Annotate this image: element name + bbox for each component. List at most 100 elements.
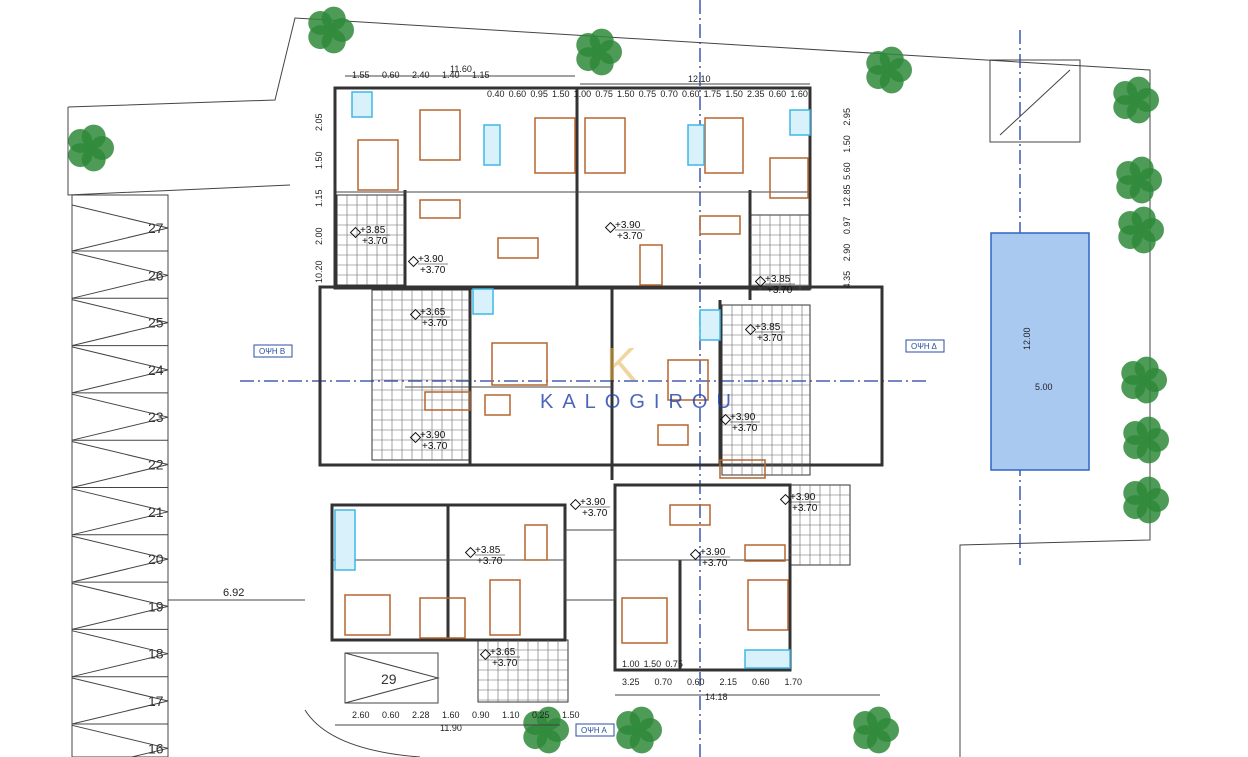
sofa-furniture	[744, 544, 786, 562]
level-upper: +3.90	[730, 412, 756, 423]
level-lower: +3.70	[767, 285, 793, 296]
dimension-label: 1.50	[644, 659, 662, 669]
level-mark: +3.90+3.70	[569, 497, 610, 519]
bed-furniture	[419, 597, 466, 639]
parking-space: 26	[71, 251, 169, 299]
level-lower: +3.70	[757, 333, 783, 344]
sofa-furniture	[699, 215, 741, 235]
table-furniture	[524, 524, 548, 561]
dimension-label: 4.35	[842, 271, 852, 289]
parking-number: 24	[148, 362, 164, 378]
dimension-label: 2.15	[720, 677, 738, 687]
level-upper: +3.90	[420, 430, 446, 441]
trees	[68, 6, 1169, 754]
level-lower: +3.70	[792, 503, 818, 514]
pool-width: 5.00	[1035, 382, 1053, 392]
level-upper: +3.85	[755, 322, 781, 333]
level-mark: +3.90+3.70	[409, 430, 450, 452]
dimension-label: 0.60	[687, 677, 705, 687]
bathroom-fixture	[483, 124, 501, 166]
parking-number: 25	[148, 315, 164, 331]
dimension-label: 2.95	[842, 108, 852, 126]
dimension-label: 0.97	[842, 217, 852, 235]
veranda-tiles	[371, 289, 471, 461]
level-mark: +3.85+3.70	[744, 322, 785, 344]
bathroom-fixture	[699, 309, 721, 341]
view-tag-d[interactable]: ΟΨΗ Δ	[905, 339, 945, 353]
dimension-label: 0.25	[532, 710, 550, 720]
level-lower: +3.70	[617, 231, 643, 242]
dim-top-right-total: 12.10	[688, 74, 711, 84]
bathroom-fixture	[789, 109, 811, 136]
table-furniture	[669, 504, 711, 526]
level-mark: +3.90+3.70	[779, 492, 820, 514]
dimension-label: 0.60	[769, 89, 787, 99]
bed-furniture	[419, 109, 461, 161]
parking-space: 23	[71, 393, 169, 441]
bathroom-fixture	[334, 509, 356, 571]
dimension-label: 1.50	[314, 151, 324, 169]
level-lower: +3.70	[477, 556, 503, 567]
dimension-label: 1.60	[442, 710, 460, 720]
bed-furniture	[584, 117, 626, 174]
level-mark: +3.90+3.70	[407, 254, 448, 276]
site-boundary	[67, 17, 1151, 757]
bed-furniture	[344, 594, 391, 636]
dimension-label: 1.55	[352, 70, 370, 80]
dimension-label: 0.60	[682, 89, 700, 99]
dimension-label: 2.35	[747, 89, 765, 99]
furniture	[334, 91, 811, 669]
level-mark: +3.65+3.70	[479, 647, 520, 669]
table-furniture	[484, 394, 511, 416]
level-lower: +3.70	[362, 236, 388, 247]
bed-furniture	[704, 117, 744, 174]
dimension-label: 1.50	[552, 89, 570, 99]
level-lower: +3.70	[420, 265, 446, 276]
veranda-tiles	[789, 484, 851, 566]
level-mark: +3.90+3.70	[719, 412, 760, 434]
verandas	[336, 194, 851, 703]
view-tag-label: ΟΨΗ Β	[259, 347, 285, 356]
dimension-label: 1.10	[502, 710, 520, 720]
dimension-label: 0.70	[655, 677, 673, 687]
bed-furniture	[747, 579, 789, 631]
level-upper: +3.90	[790, 492, 816, 503]
level-lower: +3.70	[492, 658, 518, 669]
bed-furniture	[621, 597, 668, 644]
dimension-label: 2.60	[352, 710, 370, 720]
table-furniture	[657, 424, 689, 446]
dimension-label: 0.75	[639, 89, 657, 99]
level-lower: +3.70	[582, 508, 608, 519]
level-upper: +3.85	[475, 545, 501, 556]
level-lower: +3.70	[422, 318, 448, 329]
level-marks: +3.85+3.70+3.90+3.70+3.90+3.70+3.85+3.70…	[349, 220, 820, 669]
dimension-label: 0.60	[509, 89, 527, 99]
level-mark: +3.90+3.70	[689, 547, 730, 569]
level-upper: +3.85	[765, 274, 791, 285]
view-tag-b[interactable]: ΟΨΗ Β	[253, 344, 293, 358]
bathroom-fixture	[351, 91, 373, 118]
tank-diagonal	[999, 69, 1071, 136]
tree-icon	[1113, 76, 1159, 124]
tree-icon	[866, 46, 912, 94]
parking-space: 27	[71, 204, 169, 252]
sofa-furniture	[719, 459, 766, 479]
dimension-label: 1.40	[442, 70, 460, 80]
level-upper: +3.90	[615, 220, 641, 231]
parking-space-29: 29	[344, 652, 440, 704]
dimension-label: 1.00	[622, 659, 640, 669]
level-upper: +3.65	[420, 307, 446, 318]
level-mark: +3.65+3.70	[409, 307, 450, 329]
dimension-label: 10.20	[314, 260, 324, 283]
view-tag-a[interactable]: ΟΨΗ Α	[575, 723, 615, 737]
dimension-label: 2.40	[412, 70, 430, 80]
bed-furniture	[667, 359, 709, 401]
dim-left-gap: 6.92	[223, 587, 244, 599]
dimension-label: 1.15	[314, 189, 324, 207]
dimension-label: 0.40	[487, 89, 505, 99]
dimension-label: 1.70	[785, 677, 803, 687]
veranda-tiles	[336, 194, 406, 286]
dimension-label: 0.75	[595, 89, 613, 99]
parking-number: 17	[148, 693, 164, 709]
